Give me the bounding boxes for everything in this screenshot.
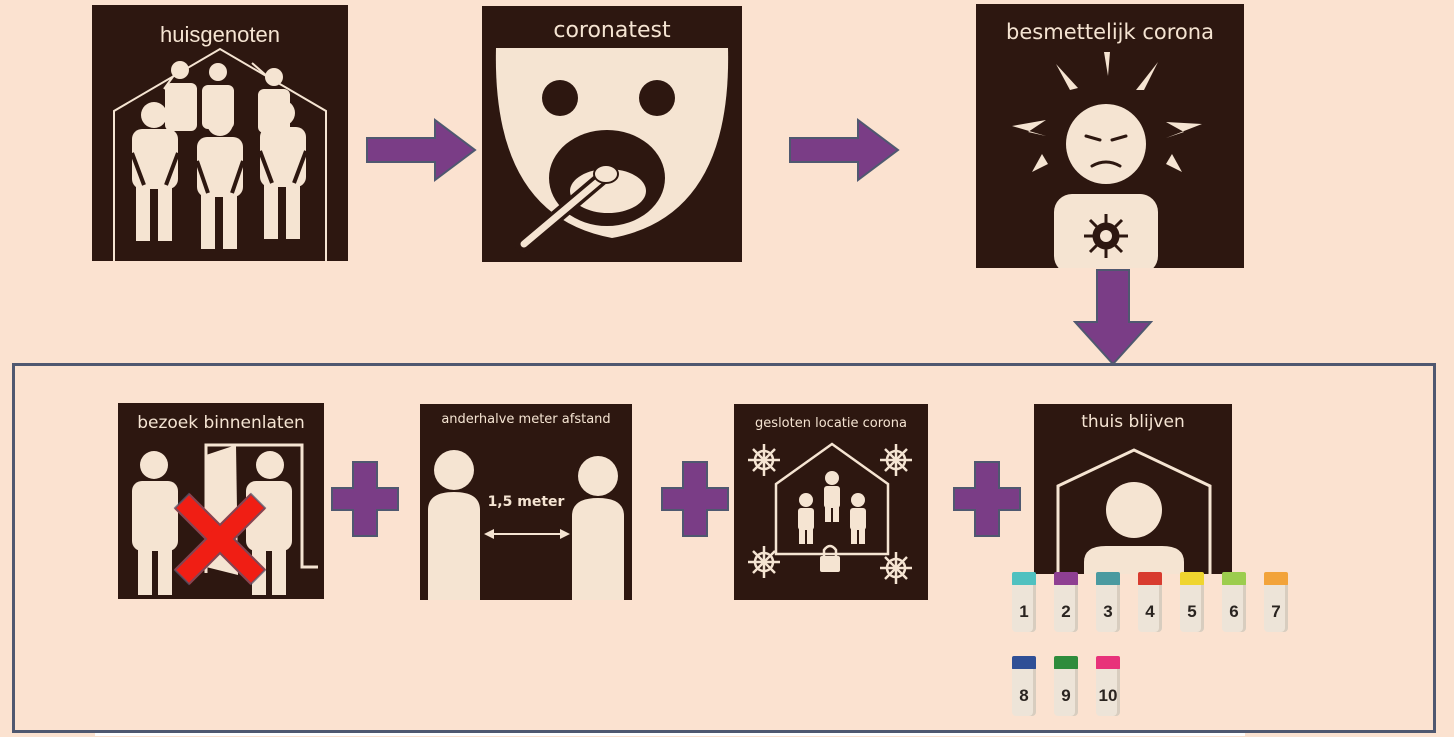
day-number: 5 (1187, 602, 1197, 621)
house-person-icon (1056, 448, 1212, 574)
housemates-pictogram: huisgenoten (92, 5, 348, 261)
day-number: 7 (1271, 602, 1281, 621)
day-number: 8 (1019, 686, 1029, 705)
arrow-right-icon (789, 118, 900, 182)
tube-cap (1180, 572, 1204, 586)
day-tube: 2 (1054, 572, 1078, 632)
day-number: 3 (1103, 602, 1113, 621)
stay-home-pictogram: thuis blijven (1034, 404, 1232, 574)
tube-cap (1054, 572, 1078, 586)
day-number: 4 (1145, 602, 1155, 621)
plus-icon (661, 461, 729, 537)
housemates-title: huisgenoten (160, 22, 280, 47)
day-tube: 6 (1222, 572, 1246, 632)
day-number: 6 (1229, 602, 1239, 621)
closed-house-virus-icon (748, 442, 912, 584)
contagious-pictogram: besmettelijk corona (976, 4, 1244, 268)
tube-cap (1096, 656, 1120, 670)
corona-test-title: coronatest (553, 18, 671, 43)
sick-person-icon (1012, 52, 1202, 268)
no-visitors-title: bezoek binnenlaten (137, 413, 305, 433)
day-tube: 4 (1138, 572, 1162, 632)
distance-label: 1,5 meter (487, 494, 565, 510)
day-tube: 8 (1012, 656, 1036, 716)
arrow-down-icon (1073, 269, 1153, 366)
visitor-door-icon (132, 443, 318, 595)
day-tube: 3 (1096, 572, 1120, 632)
plus-icon (953, 461, 1021, 537)
tube-cap (1222, 572, 1246, 586)
contagious-title: besmettelijk corona (1006, 20, 1214, 44)
day-tube: 5 (1180, 572, 1204, 632)
closed-location-title: gesloten locatie corona (755, 416, 907, 431)
tube-cap (1138, 572, 1162, 586)
day-tube: 9 (1054, 656, 1078, 716)
tube-cap (1012, 656, 1036, 670)
distance-title: anderhalve meter afstand (441, 412, 611, 427)
face-swab-icon (495, 48, 729, 253)
day-tube: 7 (1264, 572, 1288, 632)
arrow-right-icon (366, 118, 477, 182)
measures-frame (12, 363, 1436, 733)
housemates-icon (113, 47, 327, 261)
corona-test-pictogram: coronatest (482, 6, 742, 262)
day-number: 2 (1061, 602, 1071, 621)
plus-icon (331, 461, 399, 537)
distance-pictogram: anderhalve meter afstand 1,5 meter (420, 404, 632, 600)
tube-cap (1054, 656, 1078, 670)
tube-cap (1012, 572, 1036, 586)
day-number: 9 (1061, 686, 1071, 705)
day-number: 1 (1019, 602, 1029, 621)
no-visitors-pictogram: bezoek binnenlaten (118, 403, 324, 599)
closed-location-pictogram: gesloten locatie corona (734, 404, 928, 600)
day-tube: 10 (1096, 656, 1120, 716)
day-tube: 1 (1012, 572, 1036, 632)
tube-cap (1096, 572, 1120, 586)
frame-highlight-line (95, 733, 1245, 736)
day-number: 10 (1098, 686, 1118, 705)
stay-home-title: thuis blijven (1081, 412, 1185, 432)
two-people-distance-icon (428, 450, 624, 600)
tube-cap (1264, 572, 1288, 586)
